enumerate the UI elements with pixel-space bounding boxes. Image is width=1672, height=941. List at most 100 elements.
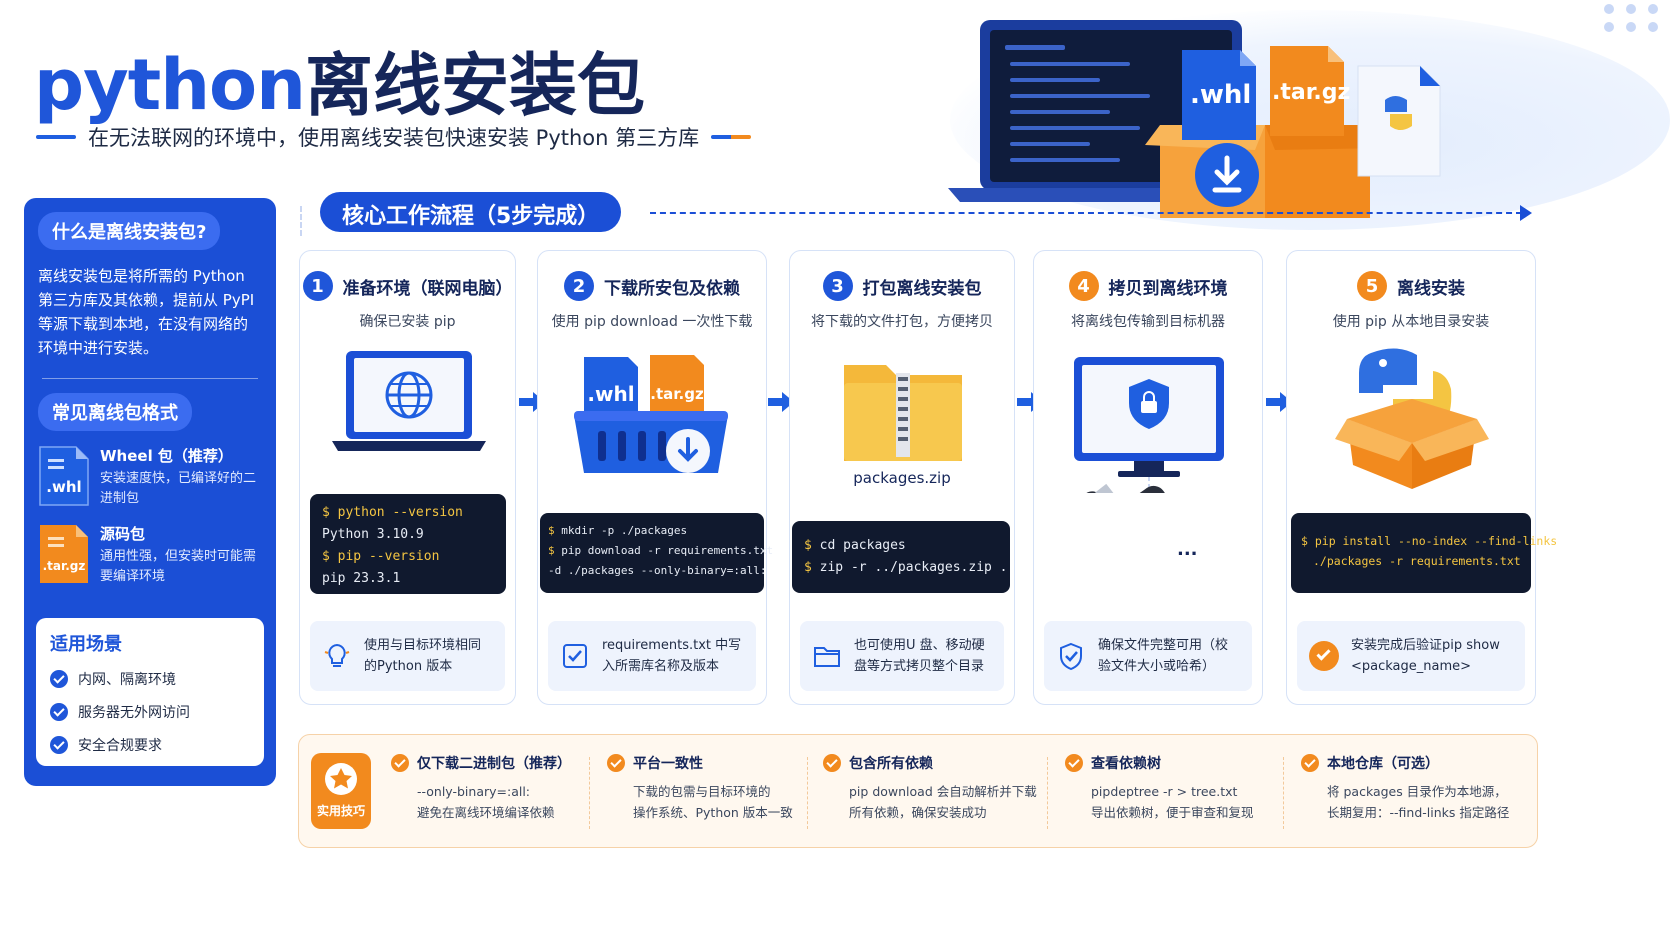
scene-item-label: 服务器无外网访问 bbox=[78, 705, 190, 721]
workflow-title: 核心工作流程（5步完成） bbox=[320, 192, 622, 232]
step-1-tip-text: 使用与目标环境相同的Python 版本 bbox=[364, 638, 482, 674]
step-3-tip-text: 也可使用U 盘、移动硬盘等方式拷贝整个目录 bbox=[854, 638, 985, 674]
scene-item: 服务器无外网访问 bbox=[50, 702, 250, 722]
tip-item: 包含所有依赖 pip download 会自动解析并下载所有依赖，确保安装成功 bbox=[823, 753, 1037, 833]
tip-item-line: 导出依赖树，便于审查和复现 bbox=[1091, 805, 1254, 820]
step-2-title: 下载所安包及依赖 bbox=[604, 278, 740, 299]
scene-item-label: 安全合规要求 bbox=[78, 738, 162, 754]
step-4-tip: 确保文件完整可用（校验文件大小或哈希） bbox=[1044, 621, 1252, 691]
code-line: $ python --version bbox=[322, 505, 463, 520]
whl-file-icon-label: .whl bbox=[46, 478, 81, 496]
code-line: $ pip install --no-index --find-links bbox=[1301, 534, 1558, 548]
step-3-tip: 也可使用U 盘、移动硬盘等方式拷贝整个目录 bbox=[800, 621, 1004, 691]
code-line: pip 23.3.1 bbox=[322, 571, 401, 586]
step-4-header: 4 拷贝到离线环境 bbox=[1034, 271, 1262, 301]
step-arrow-icon bbox=[1266, 392, 1292, 412]
tip-separator bbox=[1283, 757, 1284, 829]
step-2-tip: requirements.txt 中写入所需库名称及版本 bbox=[548, 621, 756, 691]
step-1-number: 1 bbox=[302, 271, 333, 301]
tip-item: 平台一致性 下载的包需与目标环境的操作系统、Python 版本一致 bbox=[607, 753, 793, 833]
step-1-code: $ python --version Python 3.10.9 $ pip -… bbox=[310, 494, 506, 594]
tip-separator bbox=[1047, 757, 1048, 829]
code-line: $ zip -r ../packages.zip . bbox=[804, 560, 1008, 575]
hero-whl-label: .whl bbox=[1190, 80, 1252, 110]
format-source-desc: 通用性强，但安装时可能需要编译环境 bbox=[100, 549, 257, 584]
python-box-icon bbox=[1335, 348, 1489, 489]
orange-check-icon bbox=[823, 754, 841, 772]
step-1-title: 准备环境（联网电脑） bbox=[342, 278, 513, 299]
zip-file-label: packages.zip bbox=[853, 469, 951, 487]
laptop-globe-icon bbox=[332, 351, 486, 451]
orange-check-icon bbox=[391, 754, 409, 772]
star-icon bbox=[325, 763, 357, 795]
code-line: $ cd packages bbox=[804, 538, 906, 553]
step-arrow-icon bbox=[768, 392, 794, 412]
step-1-subtitle: 确保已安装 pip bbox=[359, 314, 456, 330]
hero-targz-label: .tar.gz bbox=[1272, 80, 1351, 105]
step-2-card: 2 下载所安包及依赖 使用 pip download 一次性下载 .whl .t… bbox=[537, 250, 773, 705]
tip-item-line: 所有依赖，确保安装成功 bbox=[849, 805, 987, 820]
tip-item-title: 包含所有依赖 bbox=[849, 756, 933, 772]
zip-folder-icon bbox=[844, 365, 962, 461]
step-5-number: 5 bbox=[1357, 271, 1387, 301]
tip-separator bbox=[807, 757, 808, 829]
tip-item-title: 仅下载二进制包（推荐） bbox=[417, 756, 571, 772]
whl-file-icon: .whl bbox=[39, 446, 89, 506]
step-4-number: 4 bbox=[1068, 271, 1099, 301]
what-is-text: 离线安装包是将所需的 Python 第三方库及其依赖，提前从 PyPI 等源下载… bbox=[38, 267, 255, 357]
step-3-number: 3 bbox=[822, 271, 853, 301]
scenes-title: 适用场景 bbox=[50, 634, 122, 655]
tip-item: 本地仓库（可选） 将 packages 目录作为本地源， 长期复用：--find-… bbox=[1301, 753, 1509, 833]
step-5-tip-text: 安装完成后验证pip show <package_name> bbox=[1351, 638, 1500, 674]
code-line: ./packages -r requirements.txt bbox=[1313, 554, 1521, 568]
format-source-title: 源码包 bbox=[100, 525, 146, 543]
code-line: $ pip --version bbox=[322, 549, 440, 564]
step-5-card: 5 离线安装 使用 pip 从本地目录安装 $ pip install --no… bbox=[1286, 250, 1558, 705]
check-icon bbox=[50, 736, 68, 754]
what-is-title: 什么是离线安装包? bbox=[38, 212, 221, 250]
step-4-subtitle: 将离线包传输到目标机器 bbox=[1071, 314, 1225, 330]
tip-item-line: 操作系统、Python 版本一致 bbox=[633, 805, 793, 820]
step-5-tip: 安装完成后验证pip show <package_name> bbox=[1297, 621, 1525, 691]
format-source: .tar.gz 源码包 通用性强，但安装时可能需要编译环境 bbox=[38, 523, 262, 587]
format-wheel-desc: 安装速度快，已编译好的二进制包 bbox=[100, 471, 257, 506]
step-3-title: 打包离线安装包 bbox=[862, 278, 982, 299]
orange-check-icon bbox=[1301, 754, 1319, 772]
formats-title: 常见离线包格式 bbox=[38, 393, 192, 431]
flow-arrow-icon bbox=[1520, 205, 1532, 221]
step-2-tip-text: requirements.txt 中写入所需库名称及版本 bbox=[602, 638, 742, 674]
subtitle: 在无法联网的环境中，使用离线安装包快速安装 Python 第三方库 bbox=[88, 126, 700, 150]
shield-check-icon bbox=[1060, 642, 1082, 671]
step-2-code: $ mkdir -p ./packages $ pip download -r … bbox=[540, 513, 773, 593]
step-5-header: 5 离线安装 bbox=[1287, 271, 1535, 301]
step-1-card: 1 准备环境（联网电脑） 确保已安装 pip $ python --versio… bbox=[299, 250, 516, 705]
subtitle-row: 在无法联网的环境中，使用离线安装包快速安装 Python 第三方库 bbox=[36, 122, 752, 152]
step-2-subtitle: 使用 pip download 一次性下载 bbox=[551, 314, 753, 330]
download-basket-icon: .whl .tar.gz bbox=[574, 355, 728, 473]
subtitle-dash-right bbox=[711, 135, 752, 139]
basket-targz-label: .tar.gz bbox=[650, 385, 704, 403]
title-english: python bbox=[34, 44, 306, 126]
subtitle-dash-left bbox=[36, 135, 76, 139]
format-wheel: .whl Wheel 包（推荐） 安装速度快，已编译好的二进制包 bbox=[38, 445, 262, 509]
step-5-subtitle: 使用 pip 从本地目录安装 bbox=[1332, 314, 1490, 330]
targz-file-icon-label: .tar.gz bbox=[43, 559, 86, 573]
tip-item-line: pip download 会自动解析并下载 bbox=[849, 784, 1037, 799]
tip-item-line: 长期复用：--find-links 指定路径 bbox=[1327, 805, 1510, 820]
step-4-tip-text: 确保文件完整可用（校验文件大小或哈希） bbox=[1098, 638, 1229, 674]
tip-item-title: 平台一致性 bbox=[633, 756, 703, 772]
step-3-code: $ cd packages $ zip -r ../packages.zip . bbox=[792, 521, 1010, 593]
basket-whl-label: .whl bbox=[587, 382, 634, 406]
tips-badge: 实用技巧 bbox=[311, 753, 371, 829]
tip-item-title: 本地仓库（可选） bbox=[1327, 756, 1439, 772]
flow-dashed-line bbox=[650, 212, 1522, 214]
step-5-code: $ pip install --no-index --find-links ./… bbox=[1291, 513, 1558, 593]
tip-item-line: 将 packages 目录作为本地源， bbox=[1327, 784, 1507, 799]
decor-dots bbox=[1604, 4, 1662, 32]
orange-check-icon bbox=[607, 754, 625, 772]
secure-transfer-icon bbox=[1052, 357, 1224, 493]
format-wheel-title: Wheel 包（推荐） bbox=[100, 447, 233, 465]
scene-item-label: 内网、隔离环境 bbox=[78, 672, 176, 688]
code-line: Python 3.10.9 bbox=[322, 527, 424, 542]
